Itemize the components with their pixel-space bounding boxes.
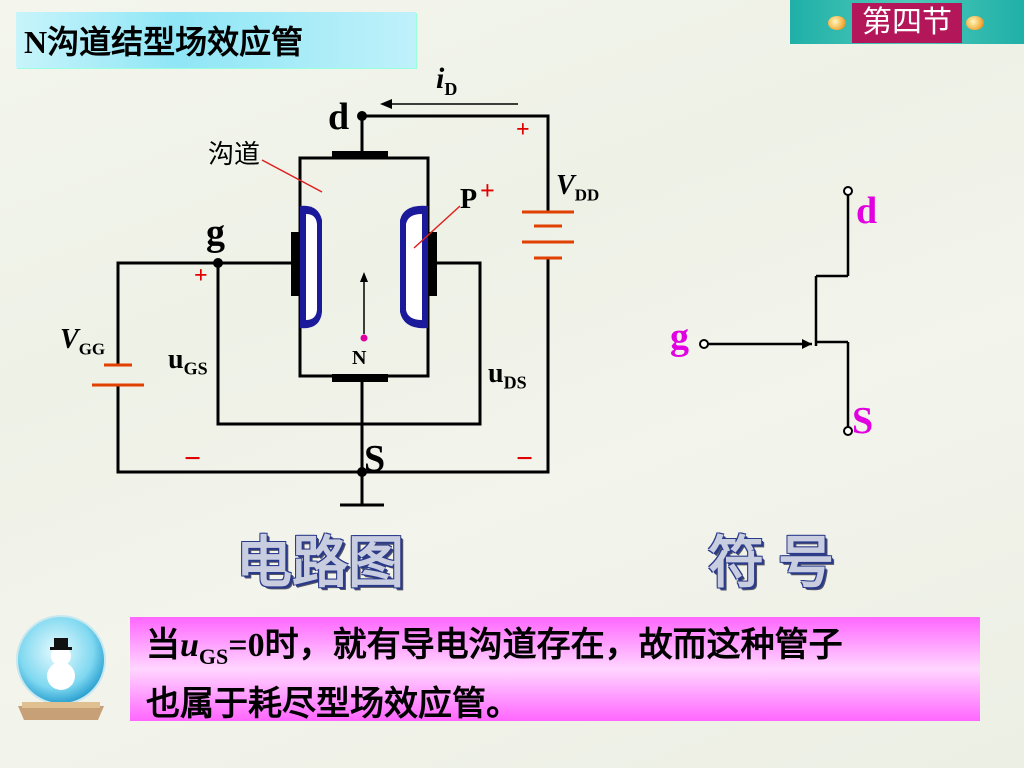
snowman-globe-icon bbox=[16, 615, 106, 720]
drain-label: d bbox=[328, 96, 350, 138]
gate-plate-left bbox=[291, 232, 299, 296]
vdd-plus-sign: + bbox=[516, 117, 530, 143]
n-region-label: N bbox=[352, 347, 367, 369]
uds-label: uDS bbox=[488, 358, 527, 393]
electron-dot bbox=[360, 334, 368, 342]
vdd-label: VDD bbox=[556, 170, 600, 205]
gate-loop-wire bbox=[216, 261, 482, 426]
title-box: N沟道结型场效应管 bbox=[16, 12, 416, 68]
caption-box bbox=[130, 617, 980, 721]
vgg-plus-sign: + bbox=[194, 263, 208, 289]
caption-line-1: 当uGS=0时，就有导电沟道存在，故而这种管子 bbox=[146, 627, 843, 669]
symbol-gate-arrow bbox=[802, 339, 812, 349]
drain-node bbox=[357, 111, 367, 121]
vgg-top-wire bbox=[116, 261, 218, 365]
gate-node bbox=[213, 258, 223, 268]
caption-text: 当uGS=0时，就有导电沟道存在，故而这种管子 也属于耗尽型场效应管。 bbox=[146, 622, 976, 729]
source-label: S bbox=[364, 438, 386, 480]
bubble-icon-left bbox=[828, 16, 846, 30]
vgg-label: VGG bbox=[60, 324, 106, 359]
caption-line-2: 也属于耗尽型场效应管。 bbox=[146, 685, 520, 723]
channel-leader-line bbox=[261, 159, 323, 193]
symbol-source-terminal bbox=[843, 426, 853, 436]
vdd-battery bbox=[522, 210, 574, 260]
vdd-minus-sign: − bbox=[516, 442, 534, 475]
current-direction-arrowhead bbox=[360, 272, 368, 282]
p-plus-sign: + bbox=[480, 176, 495, 205]
id-arrowhead bbox=[380, 99, 392, 109]
gate-label: g bbox=[206, 212, 225, 254]
circuit-diagram-heading: 电路图 bbox=[236, 531, 404, 596]
source-node bbox=[357, 467, 367, 477]
jfet-symbol bbox=[708, 194, 850, 428]
p-region-label: P bbox=[460, 184, 478, 215]
vgg-minus-sign: − bbox=[184, 442, 202, 475]
p-region-right-inner bbox=[406, 214, 422, 320]
symbol-gate-label: g bbox=[670, 316, 689, 358]
ugs-label: uGS bbox=[168, 344, 208, 379]
gate-plate-right bbox=[429, 232, 437, 296]
section-label[interactable]: 第四节 bbox=[852, 3, 962, 43]
page-title: N沟道结型场效应管 bbox=[24, 24, 304, 60]
id-label: iD bbox=[436, 62, 458, 99]
p-region-left-inner bbox=[306, 214, 317, 320]
channel-label: 沟道 bbox=[208, 140, 261, 170]
vgg-battery bbox=[92, 363, 144, 387]
symbol-heading: 符号 bbox=[708, 531, 848, 596]
symbol-source-label: S bbox=[852, 400, 874, 442]
symbol-gate-terminal bbox=[699, 339, 709, 349]
drain-wire bbox=[362, 114, 550, 212]
symbol-drain-label: d bbox=[856, 190, 878, 232]
vdd-return-wire bbox=[362, 258, 550, 474]
bubble-icon-right bbox=[966, 16, 984, 30]
p-leader-line bbox=[413, 205, 461, 249]
vgg-bottom-wire bbox=[116, 385, 362, 474]
symbol-drain-terminal bbox=[843, 186, 853, 196]
